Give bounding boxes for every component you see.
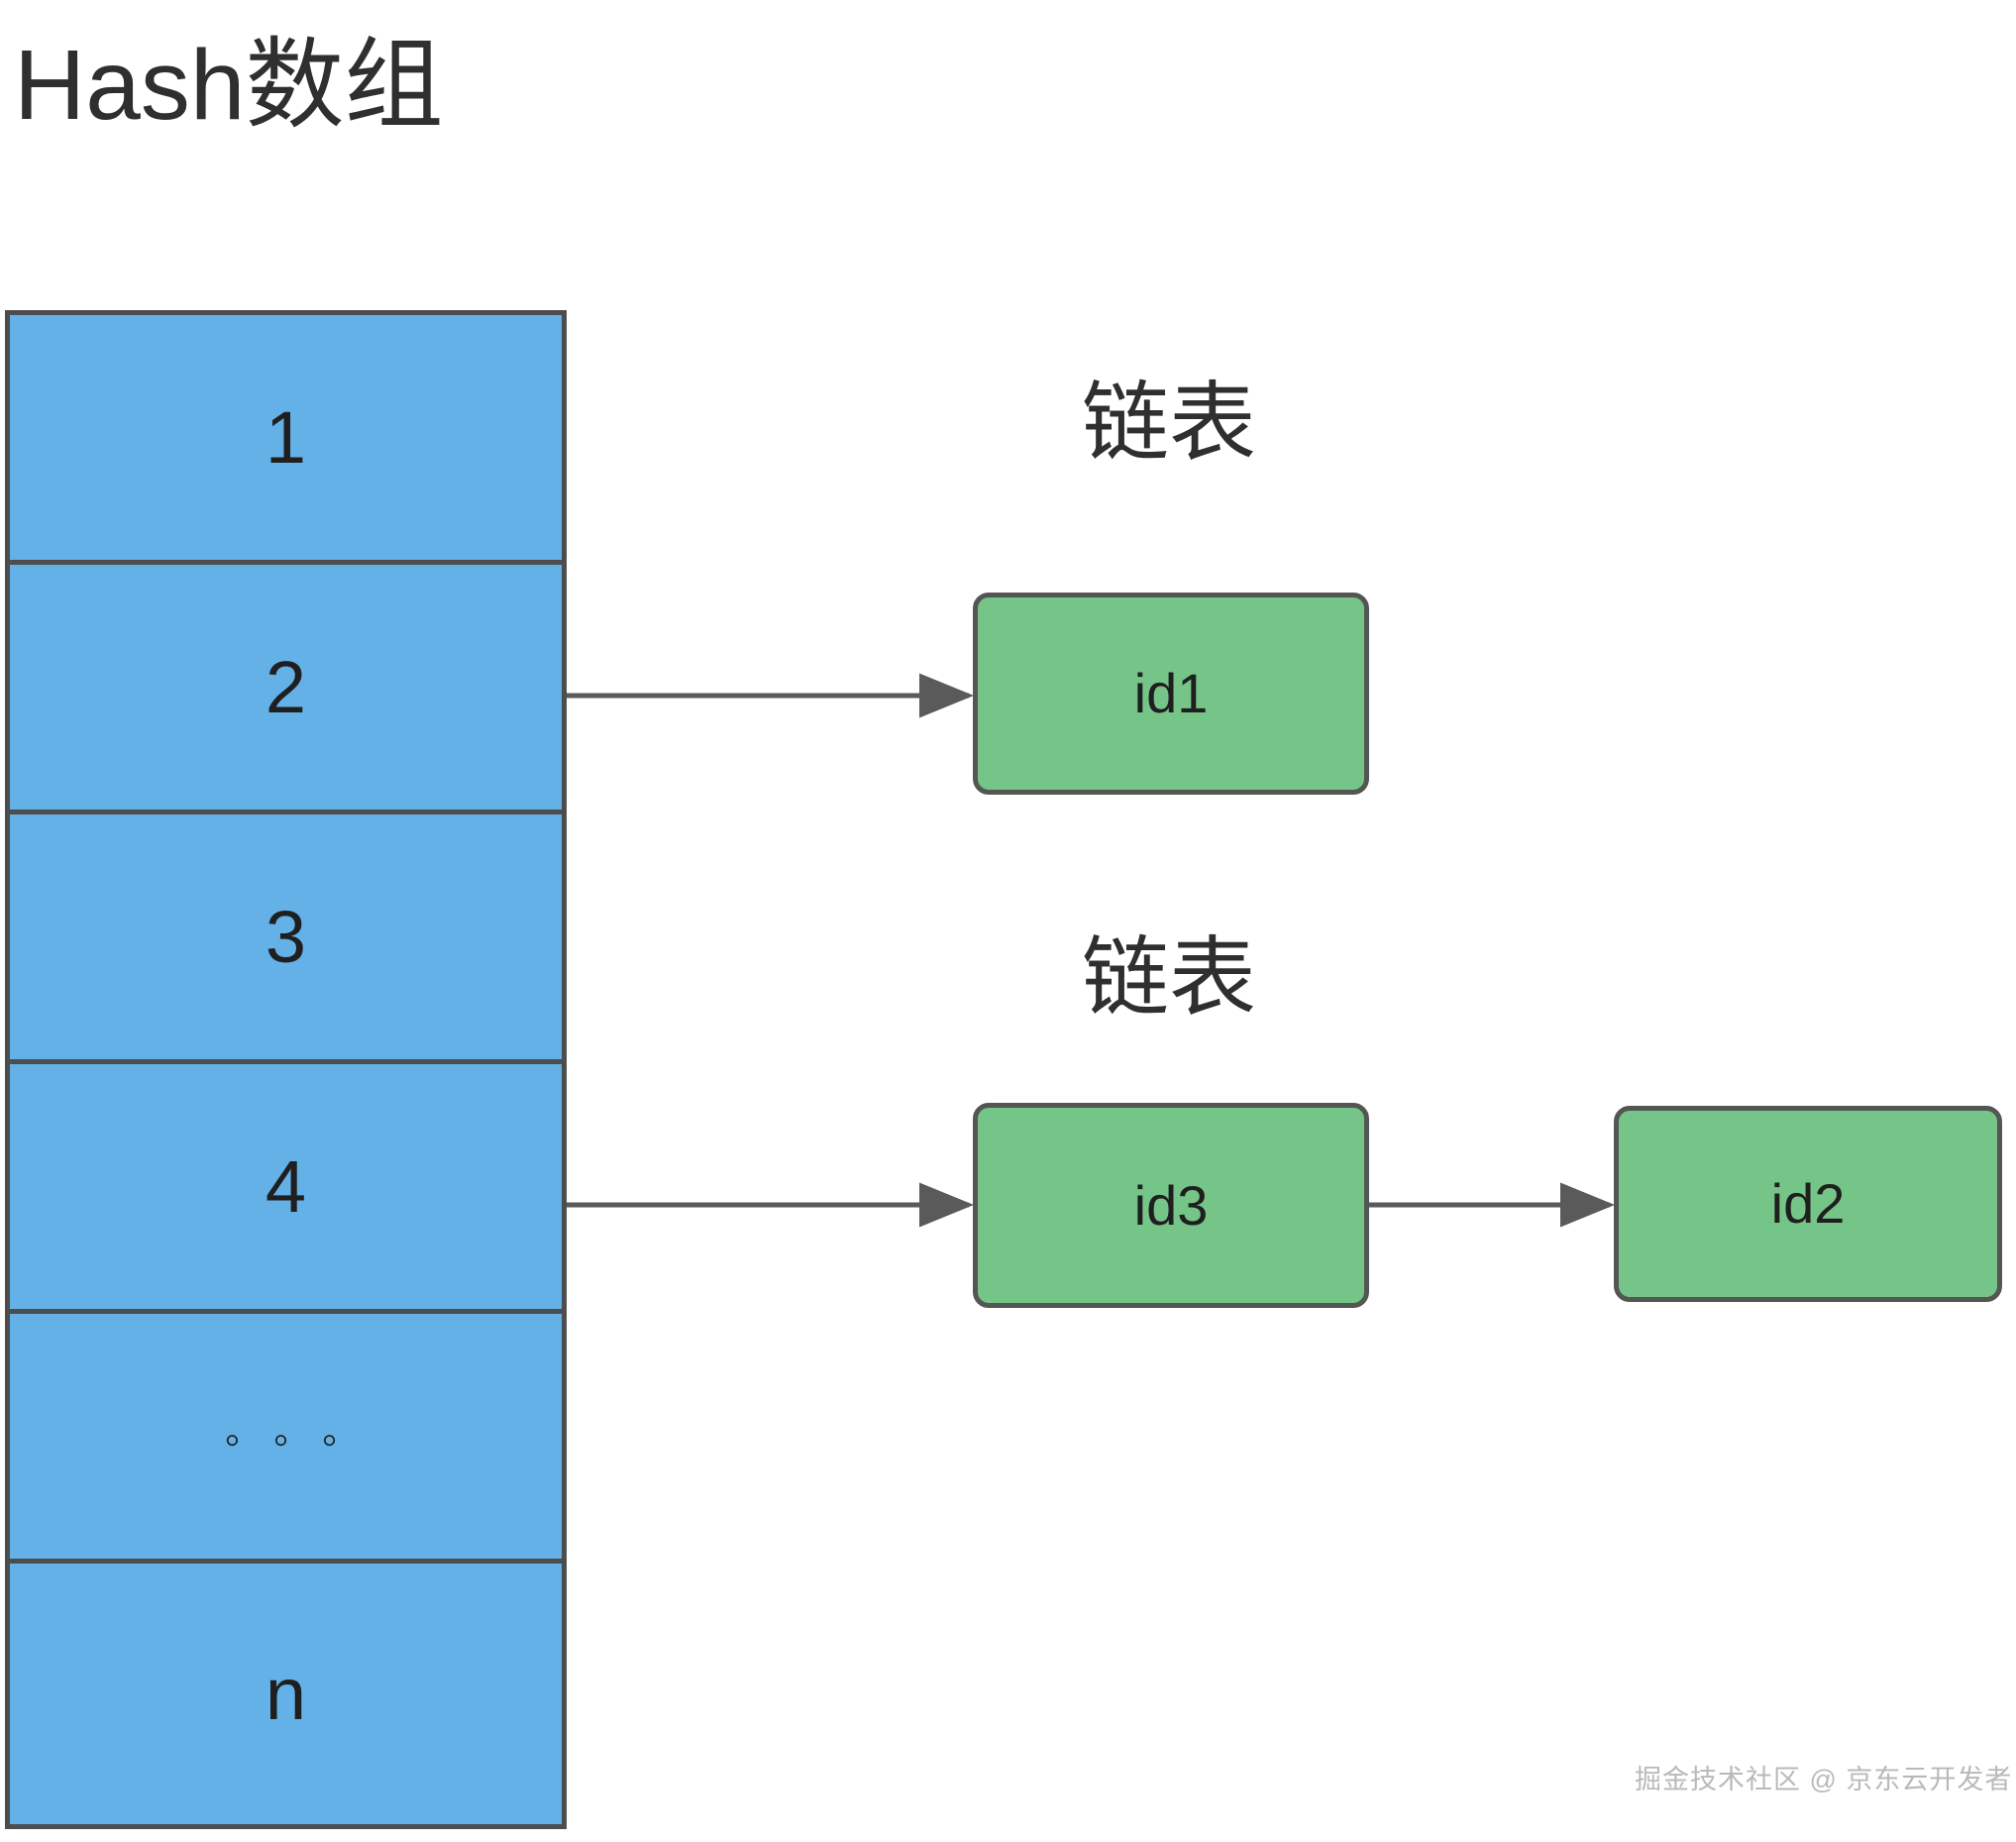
page-title: Hash数组 (14, 30, 444, 141)
node-id2[interactable]: id2 (1614, 1106, 2002, 1302)
ellipsis-icon: ◦ ◦ ◦ (224, 1412, 348, 1464)
array-cell-label: n (265, 1652, 307, 1735)
array-cell-4[interactable]: 4 (10, 1064, 562, 1314)
node-label: id1 (1133, 662, 1209, 724)
node-id3[interactable]: id3 (973, 1103, 1369, 1308)
array-cell-2[interactable]: 2 (10, 565, 562, 814)
array-cell-label: 4 (265, 1144, 307, 1228)
array-cell-3[interactable]: 3 (10, 814, 562, 1064)
node-label: id2 (1770, 1172, 1846, 1235)
linked-list-title-2: 链表 (1081, 928, 1256, 1027)
array-cell-label: 2 (265, 645, 307, 728)
array-cell-ellipsis[interactable]: ◦ ◦ ◦ (10, 1314, 562, 1564)
linked-list-title-1: 链表 (1081, 374, 1256, 472)
node-label: id3 (1133, 1173, 1209, 1237)
hash-array-table: 1 2 3 4 ◦ ◦ ◦ n (5, 310, 567, 1829)
array-cell-label: 1 (265, 395, 307, 479)
watermark: 掘金技术社区 @ 京东云开发者 (1635, 1765, 2013, 1794)
array-cell-1[interactable]: 1 (10, 315, 562, 565)
array-cell-n[interactable]: n (10, 1564, 562, 1829)
array-cell-label: 3 (265, 895, 307, 978)
node-id1[interactable]: id1 (973, 593, 1369, 795)
